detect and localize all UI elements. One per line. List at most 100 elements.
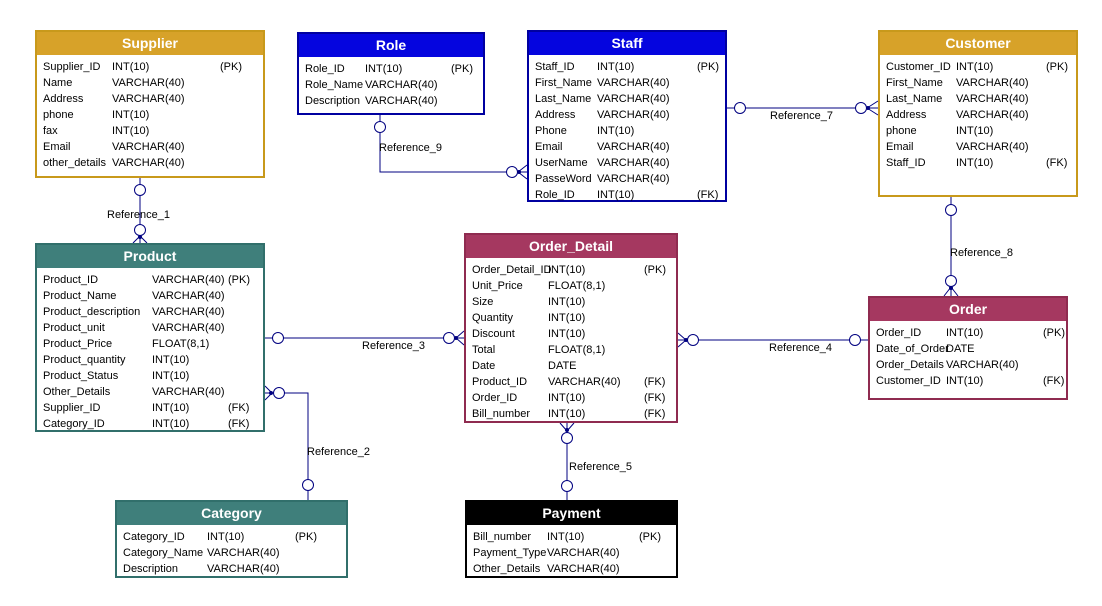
column-name: Category_Name — [123, 547, 204, 559]
column-key: (FK) — [228, 418, 250, 430]
column-key: (PK) — [1043, 327, 1065, 339]
column-type: VARCHAR(40) — [365, 79, 438, 91]
table-order-detail-title: Order_Detail — [466, 235, 676, 258]
column-type: VARCHAR(40) — [548, 376, 621, 388]
reference-9-label[interactable]: Reference_9 — [379, 142, 442, 154]
column-name: Category_ID — [43, 418, 105, 430]
table-row: Description VARCHAR(40) — [117, 561, 346, 577]
column-name: Role_Name — [305, 79, 364, 91]
reference-2-label[interactable]: Reference_2 — [307, 446, 370, 458]
table-staff-rows: Staff_ID INT(10) (PK) First_Name VARCHAR… — [529, 55, 725, 203]
column-type: INT(10) — [946, 375, 984, 387]
table-role-rows: Role_ID INT(10) (PK) Role_Name VARCHAR(4… — [299, 57, 483, 109]
table-row: Role_Name VARCHAR(40) — [299, 77, 483, 93]
connector-reference-7 — [727, 100, 879, 116]
column-name: Date_of_Order — [876, 343, 949, 355]
table-row: UserName VARCHAR(40) — [529, 155, 725, 171]
column-name: Supplier_ID — [43, 402, 101, 414]
reference-5-label[interactable]: Reference_5 — [569, 461, 632, 473]
column-type: VARCHAR(40) — [597, 157, 670, 169]
connector-reference-8 — [943, 197, 959, 297]
table-row: Category_ID INT(10) (FK) — [37, 416, 263, 432]
table-supplier-title: Supplier — [37, 32, 263, 55]
column-type: FLOAT(8,1) — [548, 344, 606, 356]
column-type: FLOAT(8,1) — [152, 338, 210, 350]
column-name: Other_Details — [473, 563, 541, 575]
reference-1-label[interactable]: Reference_1 — [107, 209, 170, 221]
table-row: Role_ID INT(10) (PK) — [299, 61, 483, 77]
table-row: Date DATE — [466, 358, 676, 374]
connector-reference-4 — [677, 332, 868, 348]
table-row: Customer_ID INT(10) (PK) — [880, 59, 1076, 75]
column-type: VARCHAR(40) — [112, 93, 185, 105]
reference-3-label[interactable]: Reference_3 — [362, 340, 425, 352]
column-key: (PK) — [451, 63, 473, 75]
table-row: Last_Name VARCHAR(40) — [880, 91, 1076, 107]
column-type: VARCHAR(40) — [152, 290, 225, 302]
reference-8-label[interactable]: Reference_8 — [950, 247, 1013, 259]
table-row: Supplier_ID INT(10) (FK) — [37, 400, 263, 416]
column-type: VARCHAR(40) — [152, 274, 225, 286]
column-type: INT(10) — [548, 328, 586, 340]
reference-4-label[interactable]: Reference_4 — [769, 342, 832, 354]
column-name: other_details — [43, 157, 106, 169]
table-product[interactable]: Product Product_ID VARCHAR(40) (PK) Prod… — [35, 243, 265, 432]
column-name: Supplier_ID — [43, 61, 101, 73]
table-row: Product_quantity INT(10) — [37, 352, 263, 368]
column-name: Staff_ID — [535, 61, 575, 73]
table-row: Customer_ID INT(10) (FK) — [870, 373, 1066, 389]
table-row: Product_Price FLOAT(8,1) — [37, 336, 263, 352]
table-row: Bill_number INT(10) (PK) — [467, 529, 676, 545]
column-type: VARCHAR(40) — [597, 77, 670, 89]
table-role[interactable]: Role Role_ID INT(10) (PK) Role_Name VARC… — [297, 32, 485, 115]
table-order-detail[interactable]: Order_Detail Order_Detail_ID INT(10) (PK… — [464, 233, 678, 423]
connector-reference-5 — [559, 422, 575, 500]
column-type: INT(10) — [365, 63, 403, 75]
table-row: First_Name VARCHAR(40) — [529, 75, 725, 91]
column-name: Total — [472, 344, 496, 356]
column-name: First_Name — [886, 77, 943, 89]
column-name: Address — [886, 109, 927, 121]
table-row: Product_description VARCHAR(40) — [37, 304, 263, 320]
column-type: VARCHAR(40) — [597, 173, 670, 185]
column-name: Description — [123, 563, 179, 575]
reference-7-label[interactable]: Reference_7 — [770, 110, 833, 122]
column-key: (PK) — [220, 61, 242, 73]
table-order[interactable]: Order Order_ID INT(10) (PK) Date_of_Orde… — [868, 296, 1068, 400]
table-row: Supplier_ID INT(10) (PK) — [37, 59, 263, 75]
column-name: Product_ID — [472, 376, 528, 388]
table-payment-title: Payment — [467, 502, 676, 525]
column-name: Product_unit — [43, 322, 105, 334]
column-name: phone — [43, 109, 74, 121]
table-customer[interactable]: Customer Customer_ID INT(10) (PK) First_… — [878, 30, 1078, 197]
table-row: Address VARCHAR(40) — [529, 107, 725, 123]
column-name: phone — [886, 125, 917, 137]
table-row: Payment_Type VARCHAR(40) — [467, 545, 676, 561]
column-type: INT(10) — [956, 125, 994, 137]
column-type: INT(10) — [597, 189, 635, 201]
column-name: Address — [535, 109, 576, 121]
table-row: fax INT(10) — [37, 123, 263, 139]
table-supplier[interactable]: Supplier Supplier_ID INT(10) (PK) Name V… — [35, 30, 265, 178]
table-customer-rows: Customer_ID INT(10) (PK) First_Name VARC… — [880, 55, 1076, 171]
connector-reference-2 — [264, 385, 314, 500]
table-category-rows: Category_ID INT(10) (PK) Category_Name V… — [117, 525, 346, 577]
column-type: INT(10) — [112, 109, 150, 121]
column-type: VARCHAR(40) — [152, 322, 225, 334]
table-row: Product_Name VARCHAR(40) — [37, 288, 263, 304]
column-type: FLOAT(8,1) — [548, 280, 606, 292]
column-name: Email — [886, 141, 914, 153]
column-name: Size — [472, 296, 494, 308]
table-row: Discount INT(10) — [466, 326, 676, 342]
column-name: Description — [305, 95, 361, 107]
column-name: Quantity — [472, 312, 513, 324]
table-row: First_Name VARCHAR(40) — [880, 75, 1076, 91]
column-key: (PK) — [1046, 61, 1068, 73]
column-type: VARCHAR(40) — [547, 547, 620, 559]
column-type: VARCHAR(40) — [112, 141, 185, 153]
table-staff[interactable]: Staff Staff_ID INT(10) (PK) First_Name V… — [527, 30, 727, 202]
table-row: Unit_Price FLOAT(8,1) — [466, 278, 676, 294]
table-payment[interactable]: Payment Bill_number INT(10) (PK) Payment… — [465, 500, 678, 578]
column-name: PasseWord — [535, 173, 592, 185]
table-category[interactable]: Category Category_ID INT(10) (PK) Catego… — [115, 500, 348, 578]
